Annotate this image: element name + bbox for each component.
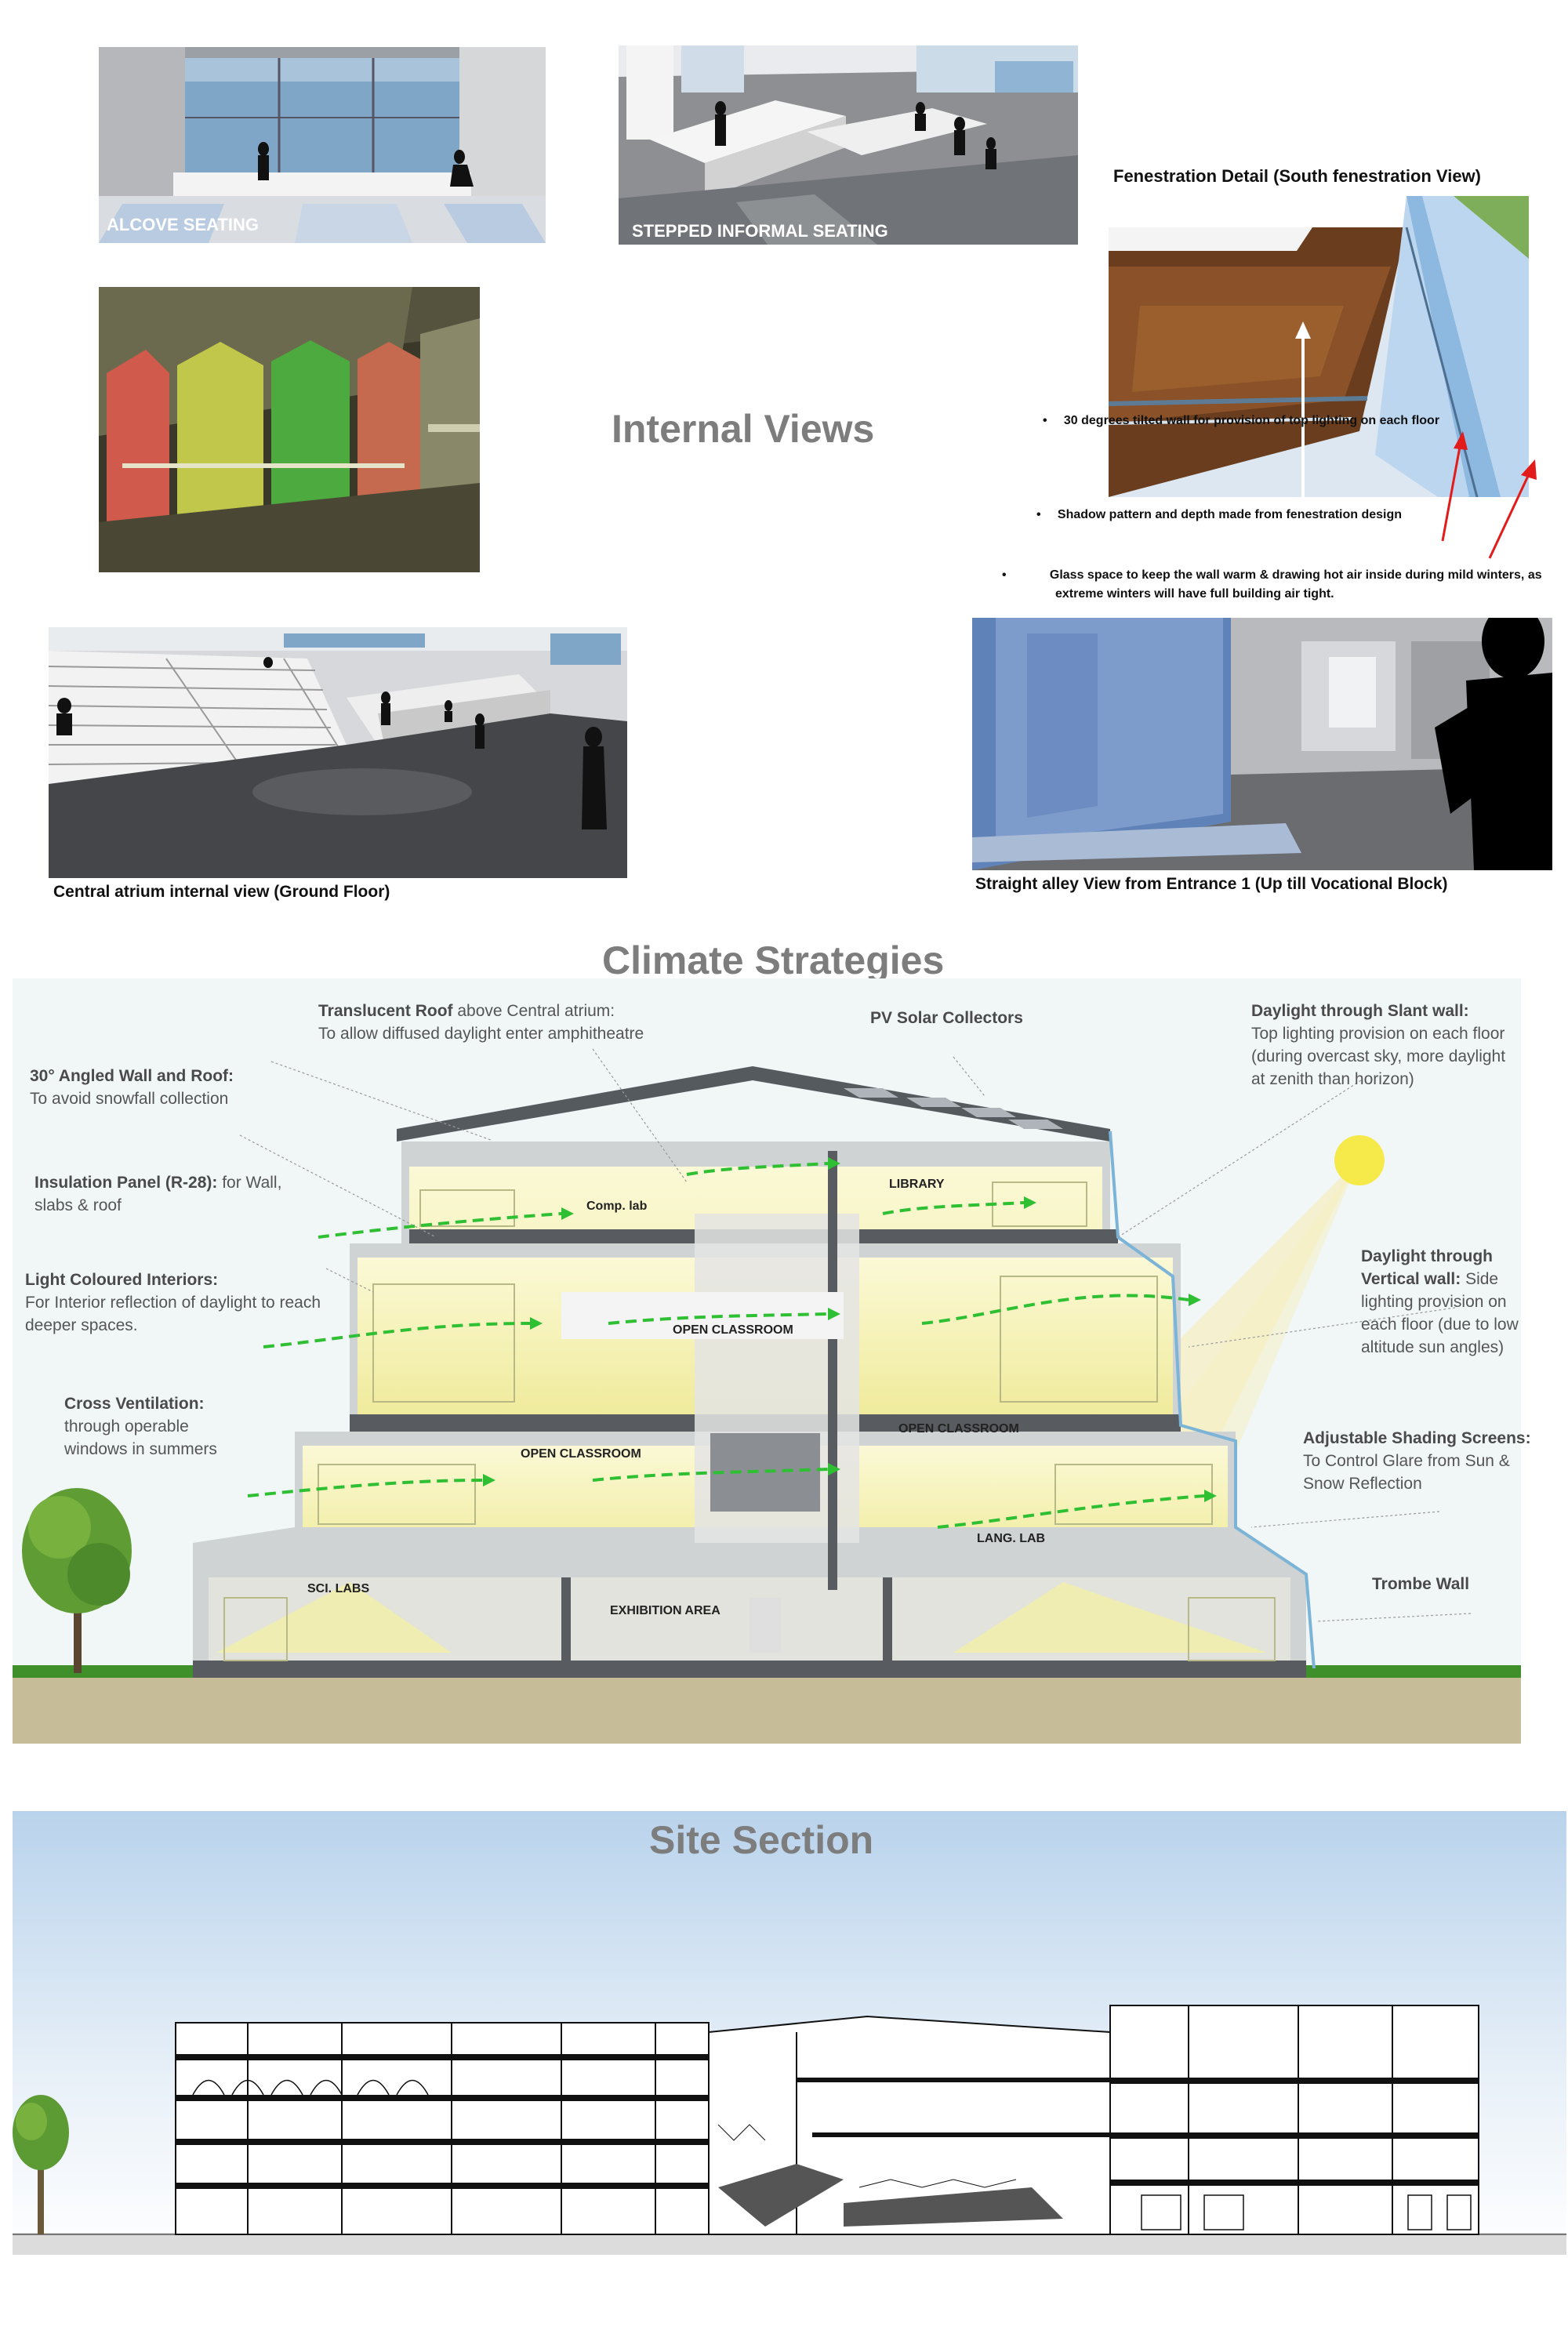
stepped-seating-caption: STEPPED INFORMAL SEATING [632, 221, 888, 241]
central-atrium-render [49, 627, 627, 878]
ann-angled-wall: 30° Angled Wall and Roof: To avoid snowf… [30, 1067, 234, 1108]
ann-daylight-slant: Daylight through Slant wall: Top lightin… [1251, 1002, 1506, 1088]
fenestration-title: Fenestration Detail (South fenestration … [1113, 166, 1481, 186]
room-comp-lab: Comp. lab [586, 1200, 648, 1213]
alcove-seating-caption: ALCOVE SEATING [107, 215, 259, 234]
alley-render [972, 618, 1552, 870]
climate-section-diagram [13, 978, 1521, 1744]
ann-light-interiors: Light Coloured Interiors: For Interior r… [25, 1271, 321, 1334]
fenestration-arrows [1295, 321, 1537, 559]
fenestration-note-1: • 30 degrees tilted wall for provision o… [1043, 414, 1440, 427]
room-exhibition: EXHIBITION AREA [610, 1604, 720, 1617]
ann-insulation: Insulation Panel (R-28): for Wall, slabs… [34, 1174, 282, 1214]
ann-daylight-vertical: Daylight through Vertical wall: Side lig… [1361, 1247, 1519, 1356]
ann-pv-collectors: PV Solar Collectors [870, 1009, 1023, 1027]
ann-translucent-roof: Translucent Roof above Central atrium: T… [318, 1002, 644, 1043]
room-lang-lab: LANG. LAB [977, 1532, 1046, 1545]
colored-alcoves-render [99, 287, 480, 572]
internal-views-heading: Internal Views [612, 407, 875, 451]
room-open-classroom-3f: OPEN CLASSROOM [673, 1323, 793, 1337]
ann-shading-screens: Adjustable Shading Screens: To Control G… [1303, 1429, 1531, 1493]
site-section-heading: Site Section [649, 1818, 874, 1862]
atrium-caption: Central atrium internal view (Ground Flo… [53, 883, 390, 901]
room-open-classroom-2f-right: OPEN CLASSROOM [898, 1422, 1019, 1436]
stepped-seating-render [619, 45, 1078, 245]
alley-caption: Straight alley View from Entrance 1 (Up … [975, 875, 1448, 893]
room-sci-labs: SCI. LABS [307, 1582, 370, 1595]
ann-cross-ventilation: Cross Ventilation: through operable wind… [64, 1395, 217, 1458]
climate-strategies-heading: Climate Strategies [602, 938, 945, 982]
room-open-classroom-2f-left: OPEN CLASSROOM [521, 1447, 641, 1461]
site-section-diagram [13, 1811, 1566, 2255]
fenestration-note-3: • Glass space to keep the wall warm & dr… [1002, 568, 1542, 601]
fenestration-note-2: • Shadow pattern and depth made from fen… [1036, 508, 1403, 521]
ann-trombe-wall: Trombe Wall [1372, 1575, 1470, 1593]
alcove-seating-render [99, 47, 546, 243]
room-library: LIBRARY [889, 1178, 945, 1191]
